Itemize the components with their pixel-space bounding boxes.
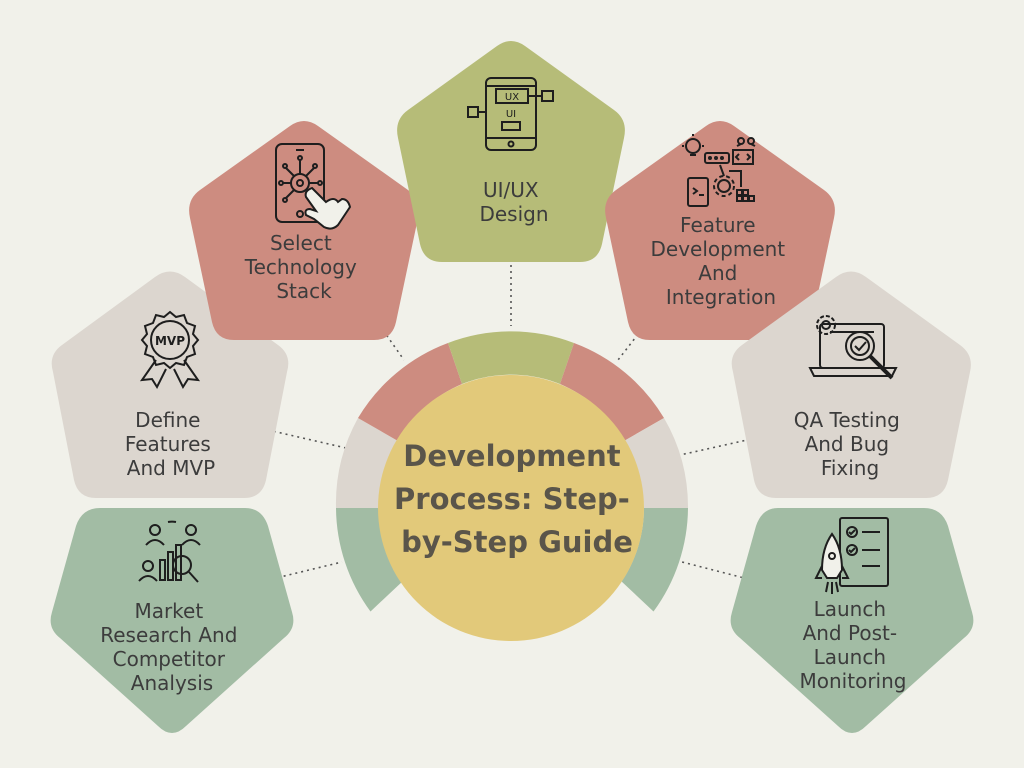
connector-lines xyxy=(267,265,757,580)
mvp-badge-icon: MVP xyxy=(139,310,201,390)
step-shape-qa-testing xyxy=(731,271,971,498)
step-qa-testing: QA Testing And Bug Fixing xyxy=(731,271,971,498)
step-label-market-research-line-2: Research And xyxy=(100,623,237,647)
touch-phone-icon xyxy=(275,143,352,230)
center-title-line-3: by-Step Guide xyxy=(401,525,633,559)
ux-ui-phone-icon: UX UI xyxy=(467,77,554,151)
step-shape-feature-development xyxy=(605,121,835,340)
step-select-technology: Select Technology Stack xyxy=(189,121,419,340)
ui-label: UI xyxy=(506,109,516,120)
step-label-select-technology-line-3: Stack xyxy=(276,279,332,303)
laptop-magnifier-icon xyxy=(808,315,898,380)
connector-market-research xyxy=(271,561,343,580)
center-title-line-1: Development xyxy=(403,439,620,473)
step-label-select-technology-line-1: Select xyxy=(270,231,332,255)
step-label-launch-line-3: Launch xyxy=(814,645,886,669)
ring-segment-define-features xyxy=(335,418,398,508)
step-label-select-technology-line-2: Technology xyxy=(244,255,357,279)
step-label-feature-development-line-2: Development xyxy=(651,237,786,261)
step-label-qa-testing-line-3: Fixing xyxy=(821,456,879,480)
step-label-launch-line-4: Monitoring xyxy=(800,669,907,693)
ring-segment-feature-development xyxy=(560,343,664,441)
step-label-feature-development: Feature Development And Integration xyxy=(651,213,792,309)
step-label-ui-ux-design: UI/UX Design xyxy=(479,178,548,226)
step-label-define-features-line-3: And MVP xyxy=(127,456,215,480)
step-label-ui-ux-design-line-1: UI/UX xyxy=(483,178,539,202)
analytics-people-icon xyxy=(138,520,201,583)
step-label-market-research-line-3: Competitor xyxy=(113,647,226,671)
step-label-market-research: Market Research And Competitor Analysis xyxy=(100,599,244,695)
step-ui-ux-design: UX UI UI/UX Design xyxy=(397,41,625,262)
ring-segment-ui-ux-design xyxy=(448,331,574,384)
ux-label: UX xyxy=(505,92,519,103)
step-label-select-technology: Select Technology Stack xyxy=(244,231,363,303)
ring-segment-qa-testing xyxy=(624,418,689,508)
connector-qa-testing xyxy=(679,437,757,456)
ring-segment-launch xyxy=(621,508,688,612)
step-label-market-research-line-4: Analysis xyxy=(131,671,213,695)
connector-launch xyxy=(681,561,749,580)
step-label-feature-development-line-1: Feature xyxy=(680,213,756,237)
connector-select-technology xyxy=(365,305,405,361)
step-label-feature-development-line-4: Integration xyxy=(666,285,776,309)
center-circle xyxy=(378,375,644,641)
step-shape-ui-ux-design xyxy=(397,41,625,262)
step-nodes: Market Research And Competitor Analysis … xyxy=(50,41,974,733)
step-label-feature-development-line-3: And xyxy=(698,261,737,285)
center-title-line-2: Process: Step- xyxy=(394,482,630,516)
step-label-launch: Launch And Post- Launch Monitoring xyxy=(800,597,907,693)
step-launch: Launch And Post- Launch Monitoring xyxy=(730,508,974,733)
step-label-define-features: Define Features And MVP xyxy=(125,408,217,480)
ring-segment-select-technology xyxy=(358,343,462,441)
step-label-ui-ux-design-line-2: Design xyxy=(479,202,548,226)
rocket-checklist-icon xyxy=(814,517,889,594)
step-label-launch-line-1: Launch xyxy=(814,597,886,621)
step-label-define-features-line-1: Define xyxy=(135,408,200,432)
ring-segment-market-research xyxy=(336,508,403,612)
step-shape-select-technology xyxy=(189,121,419,340)
development-tools-icon xyxy=(682,134,756,207)
mvp-badge-text: MVP xyxy=(155,334,185,348)
step-feature-development: Feature Development And Integration xyxy=(605,121,835,340)
step-market-research: Market Research And Competitor Analysis xyxy=(50,508,294,733)
step-shape-launch xyxy=(730,508,974,733)
ring-segments xyxy=(335,331,689,612)
step-label-market-research-line-1: Market xyxy=(134,599,203,623)
step-label-launch-line-2: And Post- xyxy=(803,621,897,645)
center-title: Development Process: Step- by-Step Guide xyxy=(394,439,640,559)
step-label-define-features-line-2: Features xyxy=(125,432,211,456)
step-label-qa-testing-line-1: QA Testing xyxy=(794,408,900,432)
step-label-qa-testing: QA Testing And Bug Fixing xyxy=(794,408,906,480)
step-shape-market-research xyxy=(50,508,294,733)
connector-define-features xyxy=(267,429,347,449)
step-label-qa-testing-line-2: And Bug xyxy=(805,432,890,456)
